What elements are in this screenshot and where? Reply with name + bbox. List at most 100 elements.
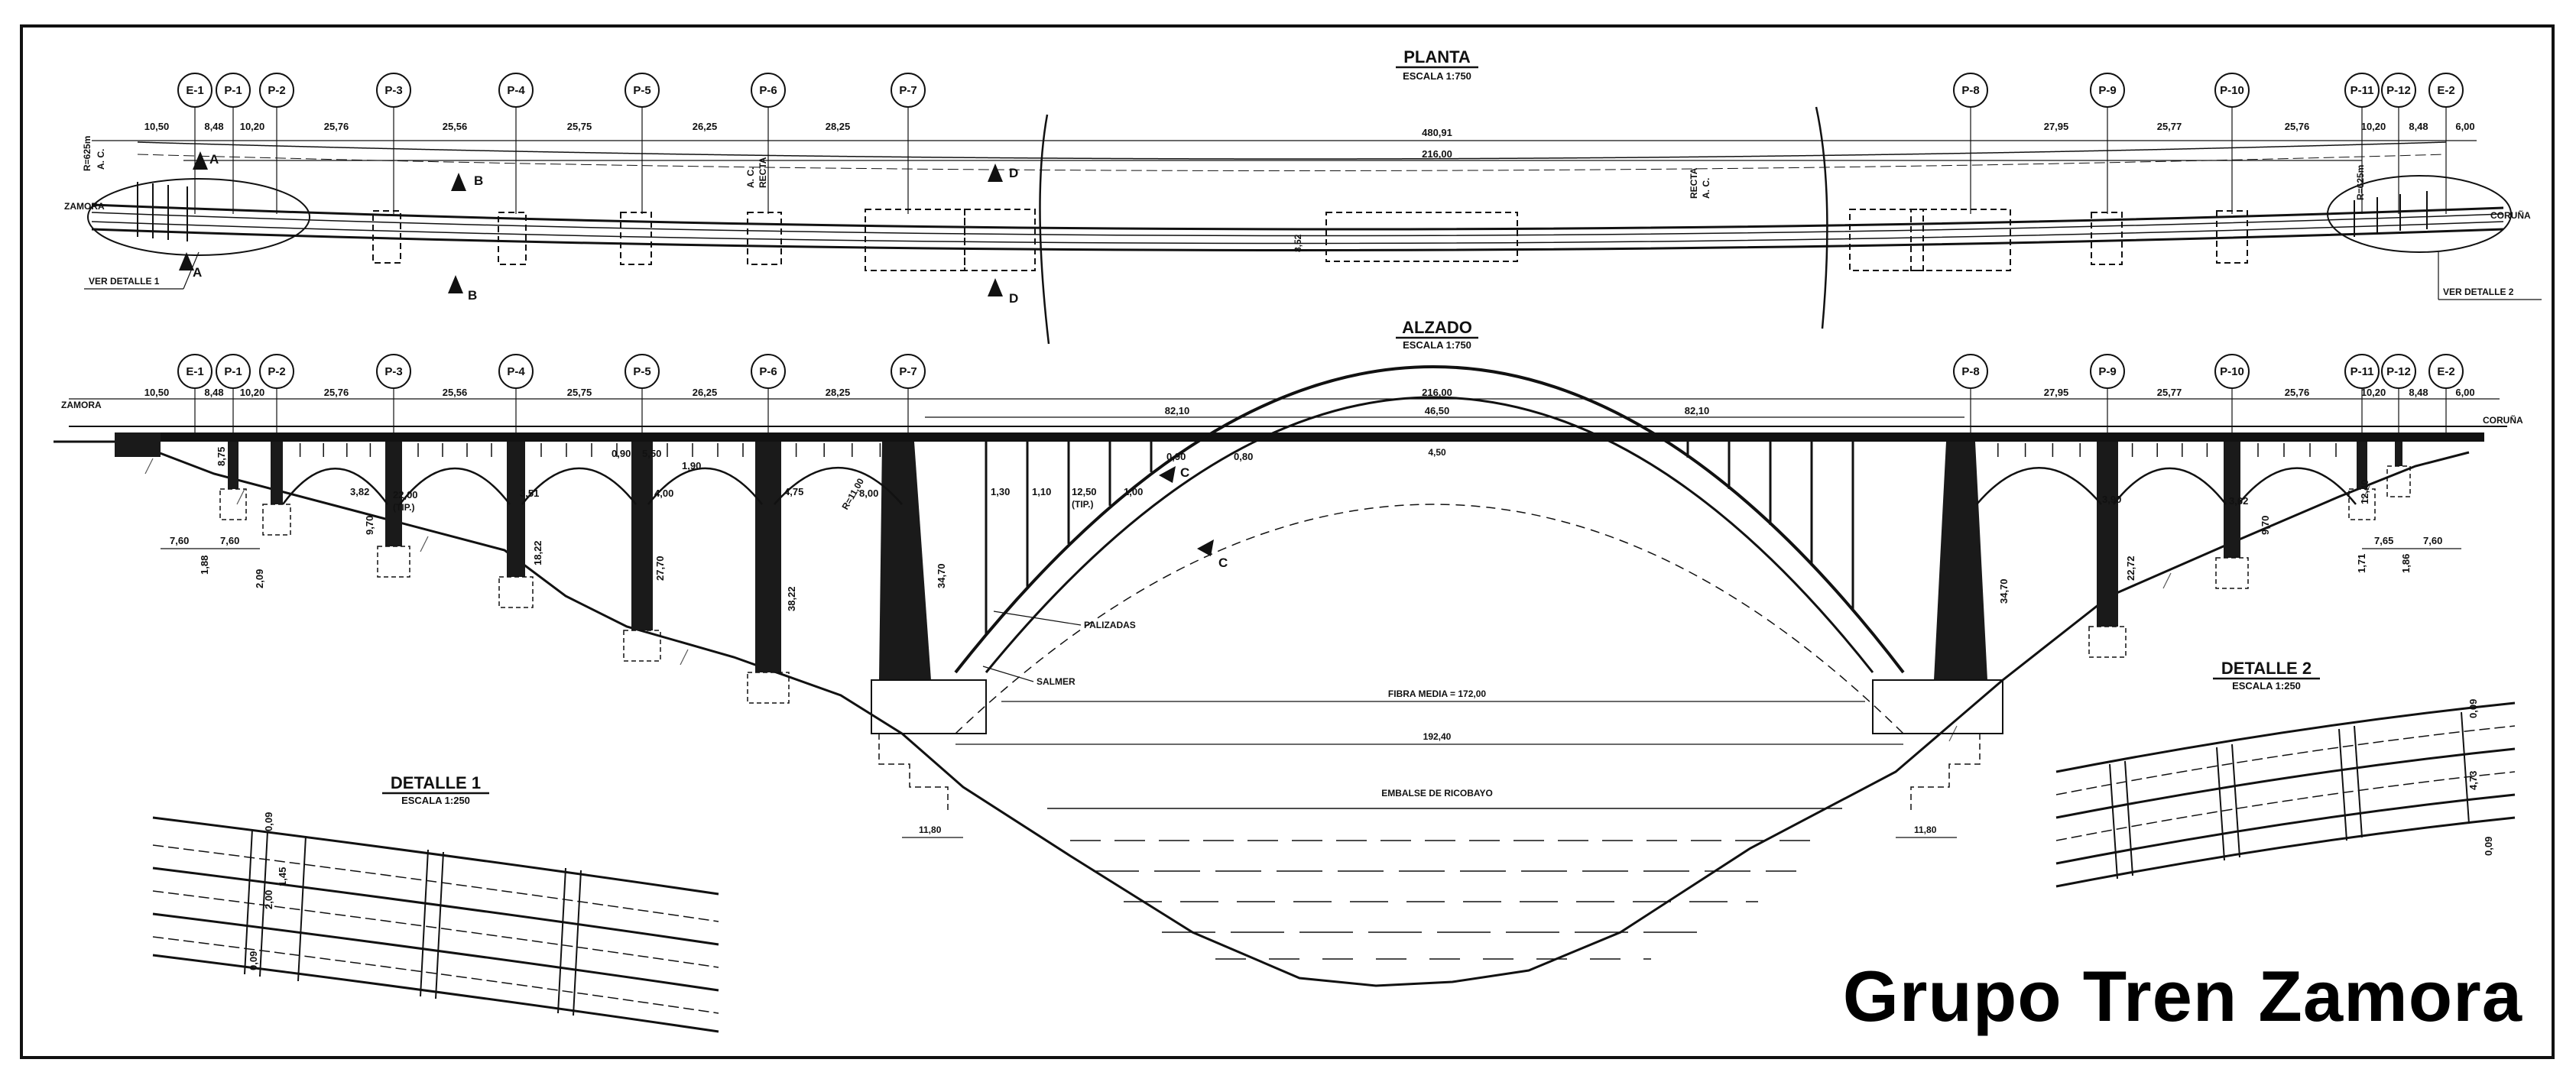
dim-130: 1,30 bbox=[991, 486, 1010, 497]
elev-span-10: 25,76 bbox=[2285, 387, 2310, 398]
pier-p7 bbox=[879, 442, 931, 680]
elev-label-p-2: P-2 bbox=[268, 365, 285, 378]
plan-marker-p-12 bbox=[2381, 73, 2416, 108]
elev-marker-p-4 bbox=[498, 354, 534, 389]
approach-pier-6 bbox=[2097, 442, 2118, 627]
plan-recta-mid: RECTA bbox=[758, 157, 768, 188]
plan-marker-e-2 bbox=[2428, 73, 2464, 108]
approach-arch-7 bbox=[2237, 467, 2357, 505]
dim-090: 0,90 bbox=[612, 448, 631, 459]
approach-pier-9 bbox=[2395, 442, 2402, 466]
elev-label-p-5: P-5 bbox=[633, 365, 650, 378]
plan-label-p-5: P-5 bbox=[633, 84, 650, 97]
dim-362: 3,62 bbox=[2229, 495, 2248, 507]
approach-arch-1 bbox=[399, 467, 511, 505]
embalse-label: EMBALSE DE RICOBAYO bbox=[1381, 788, 1493, 799]
approach-pier-8 bbox=[2357, 442, 2367, 489]
d2-dim-473: 4,73 bbox=[2467, 771, 2479, 790]
dim-475: 4,75 bbox=[784, 486, 803, 497]
elev-marker-p-8 bbox=[1953, 354, 1988, 389]
dim-090b: 0,90 bbox=[1166, 451, 1186, 462]
dim-1250: 12,50 bbox=[1072, 486, 1097, 497]
elev-marker-p-10 bbox=[2214, 354, 2250, 389]
approach-pier-5 bbox=[755, 442, 781, 672]
approach-pier-0 bbox=[228, 442, 238, 489]
plan-span-3: 25,76 bbox=[324, 121, 349, 132]
palizadas-label: PALIZADAS bbox=[1084, 620, 1136, 630]
elev-label-p-10: P-10 bbox=[2220, 365, 2244, 378]
elev-label-p-4: P-4 bbox=[507, 365, 525, 378]
elev-span-11: 10,20 bbox=[2361, 387, 2386, 398]
section-a-top: A bbox=[209, 152, 219, 167]
elev-marker-p-5 bbox=[625, 354, 660, 389]
plan-radius-right: R=625m bbox=[2355, 165, 2366, 200]
plan-marker-p-8 bbox=[1953, 73, 1988, 108]
dim-080: 0,80 bbox=[1234, 451, 1253, 462]
elev-total-arch: 216,00 bbox=[1422, 387, 1452, 398]
watermark-label: Grupo Tren Zamora bbox=[1842, 956, 2522, 1036]
elev-marker-e-2 bbox=[2428, 354, 2464, 389]
d2-dim-009b: 0,09 bbox=[2483, 837, 2494, 856]
plan-marker-p-11 bbox=[2344, 73, 2380, 108]
plan-width: 8,52 bbox=[1293, 234, 1303, 252]
height-p4: 18,22 bbox=[532, 540, 543, 565]
plan-marker-p-10 bbox=[2214, 73, 2250, 108]
plan-label-p-10: P-10 bbox=[2220, 84, 2244, 97]
plan-label-p-8: P-8 bbox=[1961, 84, 1979, 97]
dim-209: 2,09 bbox=[254, 569, 265, 588]
salmer-label: SALMER bbox=[1037, 676, 1075, 687]
dim-2200: 22,00 bbox=[393, 489, 418, 501]
plan-note-detalle-2: VER DETALLE 2 bbox=[2443, 287, 2514, 297]
plan-label-e-1: E-1 bbox=[186, 84, 203, 97]
plan-ac-right: A. C. bbox=[1701, 178, 1711, 199]
dim-760a: 7,60 bbox=[170, 535, 189, 546]
plan-marker-p-5 bbox=[625, 73, 660, 108]
dim-390: 3,90 bbox=[2102, 494, 2121, 505]
dim-550: 5,50 bbox=[642, 448, 661, 459]
plan-recta-right: RECTA bbox=[1689, 167, 1699, 199]
plan-marker-p-7 bbox=[891, 73, 926, 108]
d1-dim-200: 2,00 bbox=[263, 890, 274, 909]
plan-span-8: 27,95 bbox=[2044, 121, 2069, 132]
elev-marker-p-11 bbox=[2344, 354, 2380, 389]
elev-span-2: 10,20 bbox=[240, 387, 265, 398]
section-d-bottom: D bbox=[1009, 291, 1018, 306]
plan-span-5: 25,75 bbox=[567, 121, 592, 132]
fibra-media-label: FIBRA MEDIA = 172,00 bbox=[1388, 688, 1486, 699]
height-p5: 27,70 bbox=[654, 556, 666, 581]
section-a-bottom: A bbox=[193, 265, 202, 280]
alzado-scale: ESCALA 1:750 bbox=[1403, 339, 1471, 351]
section-c-top: C bbox=[1180, 465, 1189, 480]
plan-span-13: 6,00 bbox=[2455, 121, 2474, 132]
elev-marker-p-12 bbox=[2381, 354, 2416, 389]
detalle-1-title: DETALLE 1 bbox=[391, 773, 481, 792]
detalle-1-scale: ESCALA 1:250 bbox=[401, 795, 470, 806]
height-p9: 22,72 bbox=[2125, 556, 2136, 581]
plan-span-9: 25,77 bbox=[2157, 121, 2182, 132]
dim-171: 1,71 bbox=[2356, 554, 2367, 573]
elev-label-p-3: P-3 bbox=[384, 365, 402, 378]
elev-label-p-7: P-7 bbox=[899, 365, 917, 378]
plan-span-7: 28,25 bbox=[826, 121, 851, 132]
dim-100: 1,00 bbox=[1124, 486, 1143, 497]
bridge-deck bbox=[115, 432, 2484, 442]
drawing-frame bbox=[20, 24, 2555, 1059]
dim-760b: 7,60 bbox=[220, 535, 239, 546]
foot-right-label: 11,80 bbox=[1914, 824, 1937, 835]
elev-side-b: 82,10 bbox=[1685, 405, 1710, 416]
plan-marker-e-1 bbox=[177, 73, 213, 108]
alzado-section: ALZADO ESCALA 1:750 216,00 82,10 46,50 8… bbox=[54, 318, 2523, 987]
elev-span-9: 25,77 bbox=[2157, 387, 2182, 398]
approach-arch-6 bbox=[2113, 467, 2227, 505]
height-p10: 9,70 bbox=[2260, 516, 2271, 535]
main-arch-intrados bbox=[985, 396, 1874, 673]
d2-dim-009: 0,09 bbox=[2467, 699, 2479, 718]
elev-span-5: 25,75 bbox=[567, 387, 592, 398]
dim-765: 7,65 bbox=[2374, 535, 2393, 546]
section-b-bottom: B bbox=[468, 288, 477, 303]
plan-radius-left: R=625m bbox=[82, 136, 92, 171]
height-p8: 34,70 bbox=[1998, 578, 2010, 604]
approach-pier-1 bbox=[271, 442, 283, 504]
